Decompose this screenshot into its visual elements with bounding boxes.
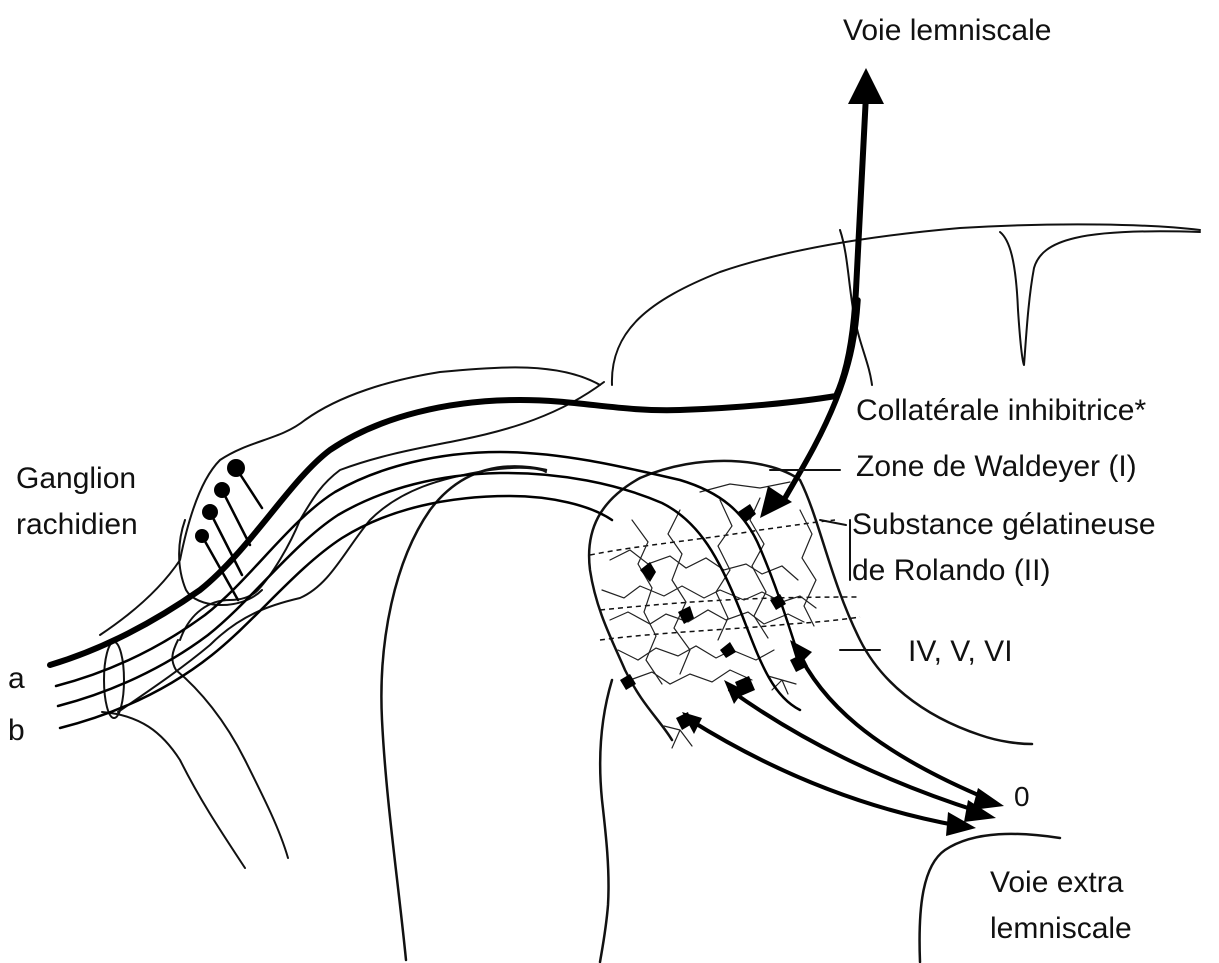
collaterale-label: Collatérale inhibitrice* xyxy=(856,392,1146,430)
fiber-b-3 xyxy=(60,496,612,728)
ganglion-cell-icon xyxy=(214,482,230,498)
ganglion-label-line2: rachidien xyxy=(16,506,138,544)
laminae-label: IV, V, VI xyxy=(908,633,1013,671)
neuron-icon xyxy=(738,504,756,522)
ganglion-cell-icon xyxy=(227,459,245,477)
arrow-extra-1 xyxy=(730,690,980,812)
neuron-icon xyxy=(678,606,694,624)
voie-lemniscale-label: Voie lemniscale xyxy=(843,12,1051,50)
fiber-a xyxy=(50,95,866,665)
neuron-icon xyxy=(640,562,656,582)
ganglion-cell-icon xyxy=(202,504,218,520)
arrow-up-icon xyxy=(848,68,884,104)
fiber-b-label: b xyxy=(8,712,25,750)
dorsal-root xyxy=(100,367,600,718)
neuron-icon xyxy=(720,642,736,658)
voie-extra-label-line1: Voie extra xyxy=(990,864,1123,902)
spinal-cord-outline xyxy=(102,224,1200,868)
ganglion-cell-icon xyxy=(195,529,209,543)
dorsal-horn xyxy=(589,461,1032,744)
ganglion-label-line1: Ganglion xyxy=(16,460,136,498)
substance-label-line2: de Rolando (II) xyxy=(852,552,1050,590)
fiber-a-label: a xyxy=(8,660,25,698)
arrow-extra-2 xyxy=(690,720,960,826)
zero-label: 0 xyxy=(1014,778,1030,816)
zone-waldeyer-label: Zone de Waldeyer (I) xyxy=(856,448,1137,486)
voie-extra-label-line2: lemniscale xyxy=(990,910,1132,948)
substance-label-line1: Substance gélatineuse xyxy=(852,506,1156,544)
fibers xyxy=(50,95,866,728)
